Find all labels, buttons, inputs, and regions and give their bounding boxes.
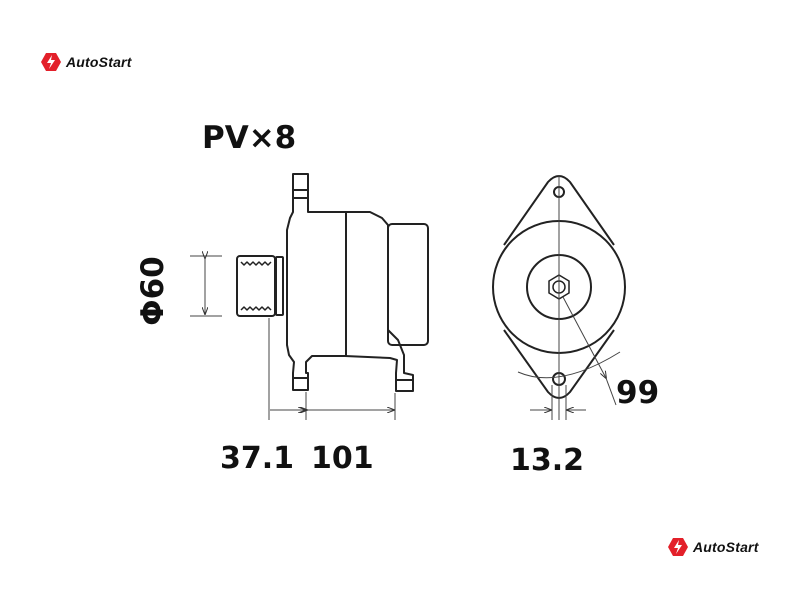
rear-cover (387, 223, 429, 346)
pulley-flange (275, 256, 284, 316)
logo-text: AutoStart (66, 54, 132, 70)
dim-mount-label: 99 (616, 375, 660, 411)
logo-bottom: AutoStart (667, 537, 759, 557)
pulley-type-label: PV×8 (202, 120, 297, 156)
autostart-logo-icon (668, 538, 688, 556)
logo-top: AutoStart (40, 52, 132, 72)
front-dimensions (517, 175, 621, 420)
side-dimensions (190, 256, 396, 420)
autostart-logo-icon (41, 53, 61, 71)
diameter-label: Φ60 (134, 256, 171, 326)
dim-pulley-offset-label: 37.1 (220, 441, 295, 476)
pulley (236, 255, 276, 317)
alternator-body-outline (286, 173, 414, 392)
side-view (236, 173, 429, 392)
logo-text: AutoStart (693, 539, 759, 555)
dim-length-label: 101 (311, 441, 374, 476)
dim-hole-label: 13.2 (510, 443, 585, 478)
